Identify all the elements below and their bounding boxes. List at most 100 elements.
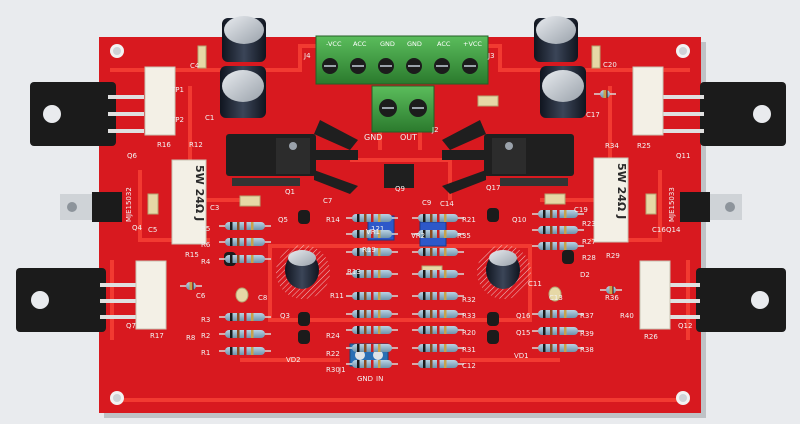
component-label: R14: [326, 216, 340, 224]
component-label: R5: [201, 225, 210, 233]
term-label-6: +VCC: [463, 40, 482, 48]
capacitor-c1: [220, 66, 266, 118]
mounting-holes: [110, 44, 690, 405]
component-label: VR1: [366, 228, 380, 236]
component-label: Q1: [285, 188, 295, 196]
resistor: [532, 226, 584, 234]
component-label: Q17: [486, 184, 500, 192]
input-label-in: IN: [376, 375, 383, 383]
power-resistor-right: 5W 24Ω J: [593, 157, 629, 243]
resistor: [532, 210, 584, 218]
driver-transistor-q4: [60, 192, 122, 222]
component-label: R2: [201, 332, 210, 340]
component-label: R25: [637, 142, 651, 150]
component-label: Q15: [516, 329, 530, 337]
component-label: C20: [603, 61, 617, 69]
resistor: [532, 310, 584, 318]
power-resistor-right-text: 5W 24Ω J: [615, 163, 628, 219]
component-label: R21: [462, 216, 476, 224]
resistor: [532, 242, 584, 250]
ceramic-resistor-r26: [639, 260, 671, 330]
component-label: R22: [326, 350, 340, 358]
component-label: R37: [580, 312, 594, 320]
component-label: R30: [326, 366, 340, 374]
resistor: [412, 230, 464, 238]
component-label: R8: [186, 334, 195, 342]
component-label: R3: [201, 316, 210, 324]
capacitor-c8: [276, 245, 330, 299]
component-label: R39: [580, 330, 594, 338]
component-label: C9: [422, 199, 431, 207]
component-label: Q3: [280, 312, 290, 320]
resistor: [346, 248, 398, 256]
component-label: C16: [652, 226, 666, 234]
resistor: [600, 286, 622, 294]
resistor: [219, 347, 271, 355]
component-label: Q7: [126, 322, 136, 330]
component-label: R35: [457, 232, 471, 240]
component-label: Q16: [516, 312, 531, 320]
component-label: C1: [205, 114, 214, 122]
output-terminal-block: [371, 85, 435, 133]
resistor: [346, 230, 398, 238]
power-connector-label-2: J3: [487, 52, 495, 60]
resistor: [346, 310, 398, 318]
component-label: C7: [323, 197, 332, 205]
component-label: D2: [580, 271, 590, 279]
output-label-gnd: GND: [364, 133, 382, 142]
component-label: C6: [196, 292, 206, 300]
term-label-1: -VCC: [326, 40, 342, 48]
component-label: C19: [574, 206, 588, 214]
component-label: R6: [201, 241, 211, 249]
component-label: R40: [620, 312, 634, 320]
driver-transistor-q14: [680, 192, 742, 222]
term-label-2: ACC: [353, 40, 367, 48]
resistor: [532, 344, 584, 352]
capacitor-c11: [477, 245, 531, 299]
resistor: [346, 360, 398, 368]
component-label: C4: [190, 62, 200, 70]
component-label: VD1: [514, 352, 529, 360]
driver-label-right: MJE15033: [668, 187, 676, 222]
component-label: R17: [150, 332, 164, 340]
component-label: R23: [582, 220, 596, 228]
driver-label-left: MJE15032: [125, 187, 133, 222]
heatsink-left: [226, 120, 358, 194]
ceramic-resistor-r25: [632, 66, 664, 136]
component-label: C11: [528, 280, 542, 288]
resistor: [412, 344, 464, 352]
transistor-q9: [384, 164, 414, 188]
resistor: [594, 90, 616, 98]
term-label-3: GND: [380, 40, 395, 48]
resistor: [412, 270, 464, 278]
term-label-4: GND: [407, 40, 422, 48]
component-label: Q5: [278, 216, 288, 224]
component-label: Q6: [127, 152, 138, 160]
component-label: R26: [644, 333, 658, 341]
ceramic-resistor-r17: [135, 260, 167, 330]
resistor: [412, 248, 464, 256]
resistor: [412, 292, 464, 300]
resistor: [412, 310, 464, 318]
resistor: [346, 292, 398, 300]
component-label: VR2: [411, 232, 425, 240]
component-label: VD2: [286, 356, 301, 364]
silkscreen-labels: GND OUT GND IN J4 J3 J2 J1 -VCC ACC GND …: [125, 40, 676, 383]
capacitor-c4: [222, 16, 266, 62]
output-transistor-q12: [660, 268, 786, 332]
component-label: R38: [580, 346, 594, 354]
output-transistor-q7: [16, 268, 136, 332]
component-label: Q12: [678, 322, 692, 330]
component-label: R36: [605, 294, 619, 302]
input-connector-label: J1: [338, 366, 346, 374]
resistor: [346, 326, 398, 334]
small-transistors: [224, 208, 574, 344]
trimmer-vr1-text: 121: [371, 225, 384, 233]
resistor-array: [180, 90, 622, 368]
component-label: R34: [605, 142, 619, 150]
component-label: R12: [189, 141, 203, 149]
component-label: C5: [148, 226, 157, 234]
